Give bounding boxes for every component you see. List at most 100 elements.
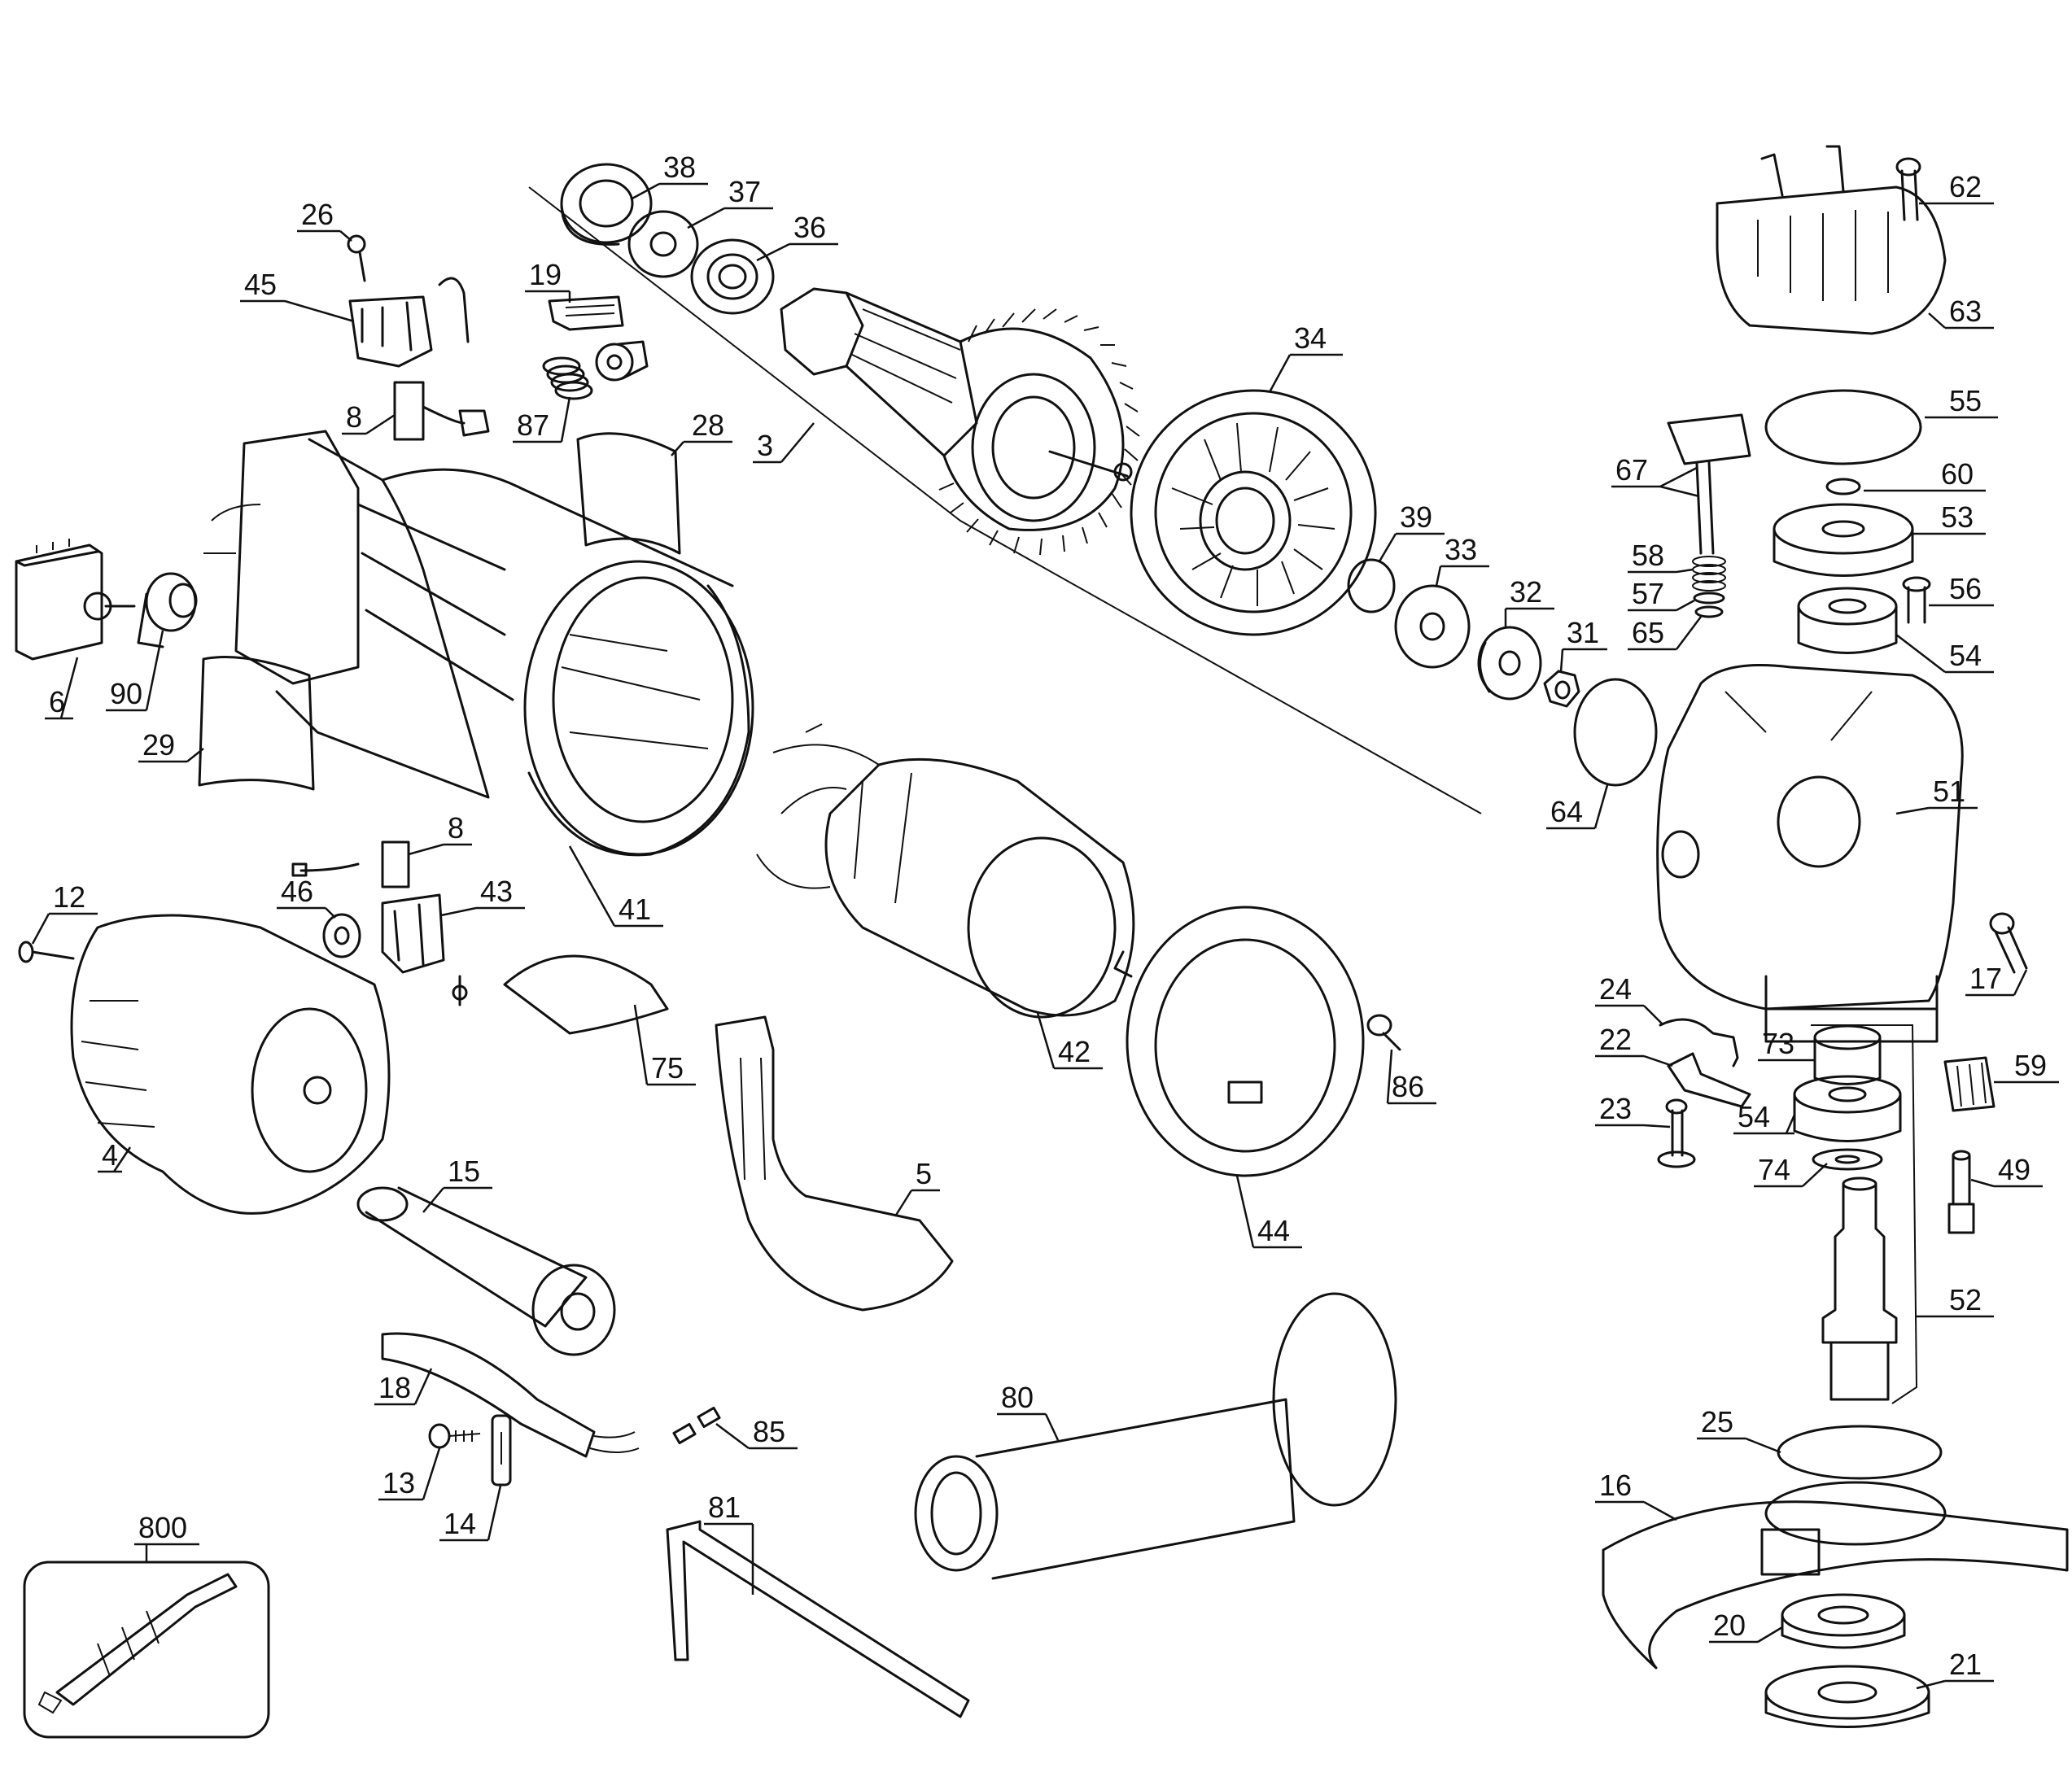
callout-24: 24	[1595, 972, 1663, 1024]
part-86-screw	[1366, 1014, 1401, 1051]
svg-text:13: 13	[382, 1466, 415, 1500]
part-87-spring	[542, 340, 649, 400]
part-15-side-handle	[356, 1186, 616, 1356]
svg-text:38: 38	[663, 151, 696, 184]
callout-33: 33	[1435, 533, 1489, 587]
callout-86: 86	[1386, 1049, 1436, 1105]
part-52-spindle	[1811, 1024, 1918, 1404]
svg-text:12: 12	[53, 880, 85, 914]
callout-25: 25	[1697, 1405, 1781, 1454]
callout-53: 53	[1912, 500, 1986, 535]
svg-text:36: 36	[793, 211, 826, 244]
part-20-flange	[1781, 1593, 1906, 1649]
callout-12: 12	[31, 880, 98, 945]
svg-text:25: 25	[1701, 1405, 1733, 1438]
part-31-nut	[1543, 670, 1580, 708]
svg-text:24: 24	[1599, 972, 1632, 1006]
part-34-baffle	[1130, 389, 1377, 636]
svg-text:80: 80	[1001, 1381, 1034, 1414]
part-26-screw	[347, 234, 366, 282]
callout-29: 29	[138, 728, 204, 763]
part-58-spring	[1692, 556, 1726, 592]
callout-46: 46	[277, 875, 336, 919]
callout-3: 3	[753, 422, 815, 464]
svg-text:53: 53	[1941, 500, 1974, 534]
svg-text:29: 29	[142, 728, 175, 762]
svg-text:73: 73	[1762, 1027, 1794, 1060]
callout-38: 38	[630, 151, 708, 201]
callout-55: 55	[1925, 384, 1998, 419]
svg-text:54: 54	[1738, 1100, 1770, 1133]
callout-32: 32	[1504, 575, 1554, 628]
callout-6: 6	[45, 657, 79, 720]
callout-57: 57	[1628, 577, 1695, 612]
part-51-gear-case	[1656, 664, 1964, 1043]
part-6-switch	[15, 539, 136, 661]
part-13-screw	[428, 1423, 481, 1449]
callout-64: 64	[1546, 784, 1609, 830]
part-800-cord-set	[23, 1561, 270, 1739]
part-75-insulator	[503, 954, 669, 1035]
part-55-o-ring	[1764, 389, 1922, 465]
part-60-ring	[1825, 478, 1861, 495]
part-39-washer	[1347, 558, 1396, 613]
svg-text:64: 64	[1550, 795, 1583, 828]
part-63-gear-cover	[1716, 145, 1947, 335]
svg-text:44: 44	[1257, 1214, 1290, 1247]
part-43-brush-holder	[381, 893, 468, 1006]
callout-90: 90	[106, 630, 164, 712]
part-33-washer	[1394, 584, 1471, 669]
part-3-armature	[780, 287, 1140, 556]
part-24-spring	[1659, 1018, 1739, 1067]
callout-36: 36	[756, 211, 838, 262]
svg-text:65: 65	[1632, 616, 1664, 649]
part-25-o-ring	[1777, 1425, 1943, 1480]
svg-text:45: 45	[244, 268, 277, 301]
part-81-hex-key	[666, 1520, 970, 1718]
part-8-brush-lower	[291, 840, 410, 888]
part-12-screw	[18, 941, 75, 963]
callout-13: 13	[378, 1447, 441, 1501]
part-5-paddle	[715, 1015, 954, 1312]
svg-text:57: 57	[1632, 577, 1664, 610]
svg-text:21: 21	[1949, 1648, 1982, 1681]
part-17-screw	[1989, 912, 2028, 974]
svg-text:15: 15	[448, 1155, 480, 1188]
part-74-washer	[1812, 1148, 1883, 1171]
callout-51: 51	[1895, 775, 1978, 815]
callout-16: 16	[1595, 1469, 1677, 1521]
svg-text:39: 39	[1400, 500, 1432, 534]
part-41-motor-housing	[203, 430, 754, 857]
svg-text:4: 4	[102, 1138, 118, 1172]
callout-19: 19	[525, 258, 571, 303]
part-44-baffle-ring	[1113, 906, 1365, 1177]
svg-text:23: 23	[1599, 1092, 1632, 1125]
callout-87: 87	[513, 396, 571, 443]
part-57-washer	[1693, 592, 1725, 605]
svg-text:60: 60	[1941, 457, 1974, 491]
callout-28: 28	[671, 408, 732, 456]
callout-85: 85	[715, 1415, 798, 1450]
callout-800: 800	[134, 1511, 199, 1562]
callout-31: 31	[1559, 616, 1607, 673]
callout-23: 23	[1595, 1092, 1671, 1128]
part-14-clamp	[491, 1414, 512, 1486]
callout-20: 20	[1709, 1609, 1783, 1644]
svg-text:6: 6	[49, 685, 65, 718]
svg-text:8: 8	[346, 400, 362, 434]
svg-text:37: 37	[728, 175, 761, 208]
part-53-bearing	[1773, 503, 1914, 577]
callout-63: 63	[1928, 295, 1994, 330]
callout-8-top: 8	[342, 400, 396, 435]
part-28-insulator	[576, 432, 681, 555]
callout-21: 21	[1916, 1648, 1994, 1690]
svg-text:56: 56	[1949, 572, 1982, 605]
callout-44: 44	[1235, 1175, 1302, 1249]
svg-text:74: 74	[1758, 1153, 1790, 1186]
callout-60: 60	[1864, 457, 1986, 492]
svg-text:3: 3	[757, 429, 773, 462]
part-54-bearing-lower	[1793, 1075, 1902, 1142]
svg-text:86: 86	[1392, 1070, 1424, 1103]
svg-text:85: 85	[753, 1415, 785, 1448]
